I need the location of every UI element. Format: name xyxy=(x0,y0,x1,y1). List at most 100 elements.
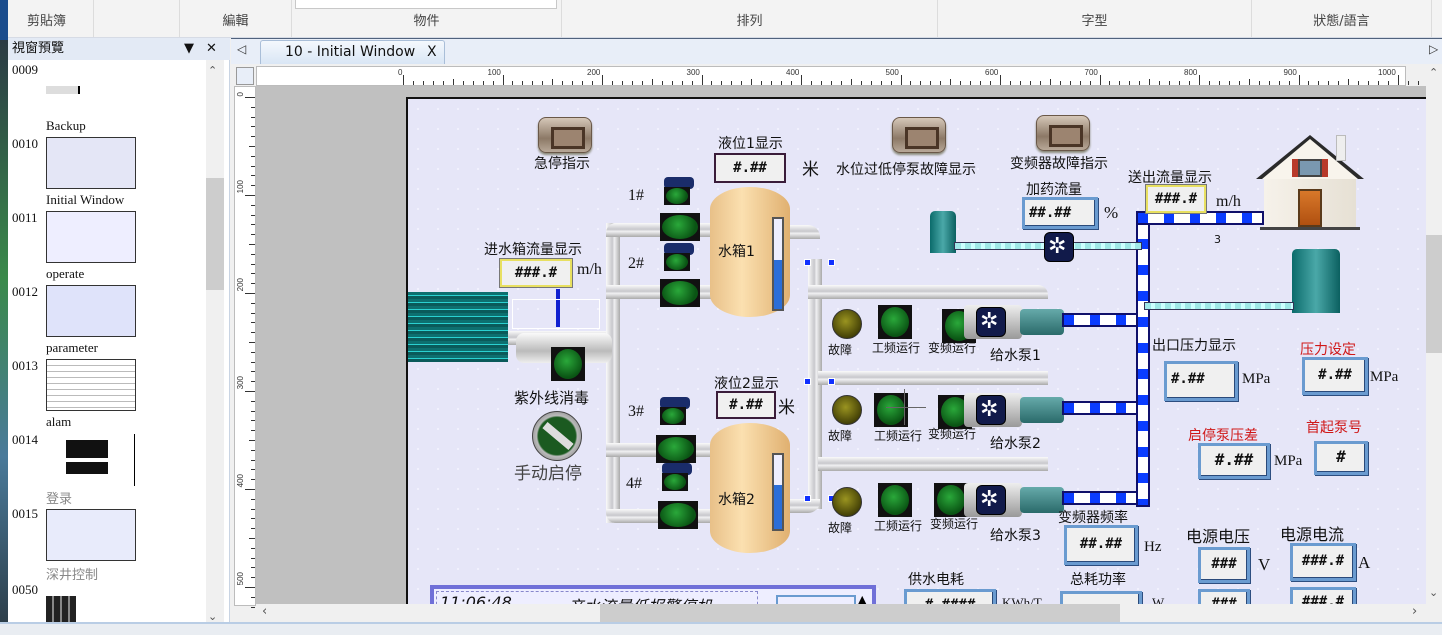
pipe xyxy=(808,285,1048,299)
ribbon-group-object[interactable]: 物件 xyxy=(292,0,562,37)
manual-label: 手动启停 xyxy=(514,464,582,484)
ruler-tick xyxy=(1199,75,1200,85)
valve-4[interactable] xyxy=(658,463,700,529)
ruler-tick xyxy=(1169,81,1171,85)
selection-handle[interactable] xyxy=(828,259,835,266)
pump1-power-freq-lamp[interactable] xyxy=(878,305,912,339)
preview-thumbnail[interactable] xyxy=(46,86,80,94)
selection-handle[interactable] xyxy=(804,495,811,502)
inverter-fault-indicator[interactable] xyxy=(1036,115,1090,151)
total-power-display[interactable] xyxy=(1060,591,1142,604)
ribbon-group-clipboard[interactable]: 剪貼簿 xyxy=(0,0,94,37)
pump1-motor[interactable] xyxy=(964,305,1064,339)
dropdown-icon[interactable]: ▼ xyxy=(184,41,194,56)
valve-2[interactable] xyxy=(660,243,702,309)
pump2-power-freq-lamp[interactable] xyxy=(874,393,908,427)
canvas-vertical-scroll-thumb[interactable] xyxy=(1426,235,1442,353)
valve-1[interactable] xyxy=(660,177,702,243)
hmi-screen[interactable]: 急停指示 水位过低停泵故障显示 变频器故障指示 液位1显示 #.## 米 进水箱… xyxy=(406,97,1426,604)
pump1-fault-lamp[interactable] xyxy=(832,309,862,339)
ruler-tick xyxy=(542,81,544,85)
estop-indicator[interactable] xyxy=(538,117,592,153)
supply-energy-display[interactable]: #.#### xyxy=(904,589,996,604)
tab-initial-window[interactable]: 10 - Initial Window X xyxy=(260,40,445,64)
pipe xyxy=(808,259,822,509)
outlet-pressure-display[interactable]: #.## xyxy=(1164,361,1238,401)
preview-thumbnail[interactable] xyxy=(46,596,76,624)
alarm-scroll-box[interactable] xyxy=(776,595,856,604)
scroll-left-icon[interactable]: ‹ xyxy=(262,604,268,619)
ruler-corner-icon[interactable] xyxy=(236,67,254,85)
object-icon-strip[interactable] xyxy=(295,0,557,9)
manual-toggle-switch[interactable] xyxy=(532,411,582,461)
desktop-edge xyxy=(0,40,8,635)
ruler-tick xyxy=(890,81,892,85)
pump3-fault-lamp[interactable] xyxy=(832,487,862,517)
low-level-fault-indicator[interactable] xyxy=(892,117,946,153)
ribbon-group-edit[interactable]: 編輯 xyxy=(180,0,292,37)
ruler-label: 400 xyxy=(786,68,800,77)
tab-close-icon[interactable]: X xyxy=(427,44,437,60)
scroll-right-icon[interactable]: › xyxy=(1412,604,1418,619)
ruler-tick xyxy=(249,538,255,539)
pump-diff-input[interactable]: #.## xyxy=(1198,443,1270,479)
tab-scroll-right-icon[interactable]: ▷ xyxy=(1429,42,1439,56)
scroll-up-icon[interactable]: ⌃ xyxy=(208,64,218,77)
valve-3[interactable] xyxy=(656,397,698,463)
alarm-banner[interactable]: 11:06:48 产水流量低报警停机 ▲ xyxy=(430,585,876,604)
ruler-tick xyxy=(251,557,255,559)
scroll-down-icon[interactable]: ⌄ xyxy=(208,610,218,623)
pump3-var-freq-lamp[interactable] xyxy=(934,483,968,517)
scroll-up-icon[interactable]: ⌃ xyxy=(1429,66,1439,79)
ruler-tick xyxy=(1417,81,1419,85)
ruler-tick xyxy=(1407,81,1409,85)
preview-thumbnail[interactable] xyxy=(46,137,136,189)
ribbon-group-status-language[interactable]: 狀態/語言 xyxy=(1252,0,1432,37)
dosing-tank xyxy=(930,211,956,253)
ruler-tick xyxy=(251,567,255,569)
supply-energy-unit: KWh/T xyxy=(1002,595,1042,604)
first-pump-input[interactable]: # xyxy=(1314,441,1368,475)
preview-thumbnail[interactable] xyxy=(46,285,136,337)
voltage-display-2[interactable]: ### xyxy=(1198,589,1250,604)
pump3-fault-label: 故障 xyxy=(828,521,853,535)
uv-status-lamp[interactable] xyxy=(551,347,585,381)
pump3-motor[interactable] xyxy=(964,483,1064,517)
preview-thumbnail[interactable] xyxy=(66,440,108,458)
level2-display[interactable]: #.## xyxy=(716,391,776,419)
ruler-tick xyxy=(251,126,255,128)
pressure-set-input[interactable]: #.## xyxy=(1302,357,1368,395)
selection-handle[interactable] xyxy=(804,259,811,266)
preview-thumbnail[interactable] xyxy=(46,211,136,263)
dosing-pump-fan-icon[interactable] xyxy=(1044,232,1074,262)
panel-scroll-thumb[interactable] xyxy=(206,178,224,290)
ruler-tick xyxy=(840,81,842,85)
ruler-tick xyxy=(251,400,255,402)
ribbon-group-arrange[interactable]: 排列 xyxy=(562,0,938,37)
inflow-display[interactable]: ###.# xyxy=(500,259,572,287)
current-display[interactable]: ###.# xyxy=(1290,543,1356,581)
scroll-down-icon[interactable]: ⌄ xyxy=(1429,586,1439,599)
panel-scrollbar[interactable] xyxy=(206,60,224,630)
pump3-power-freq-lamp[interactable] xyxy=(878,483,912,517)
pump2-fault-lamp[interactable] xyxy=(832,395,862,425)
level1-display[interactable]: #.## xyxy=(714,153,786,183)
close-icon[interactable]: ✕ xyxy=(206,41,217,56)
ruler-label: 200 xyxy=(587,68,601,77)
ribbon-group-label: 編輯 xyxy=(222,14,249,29)
alarm-scroll-up-icon[interactable]: ▲ xyxy=(858,593,867,604)
tab-scroll-left-icon[interactable]: ◁ xyxy=(237,42,247,56)
pump2-motor[interactable] xyxy=(964,393,1064,427)
ribbon-group-font[interactable]: 字型 xyxy=(938,0,1252,37)
selection-handle[interactable] xyxy=(804,378,811,385)
voltage-display[interactable]: ### xyxy=(1198,547,1250,583)
canvas-horizontal-scroll-thumb[interactable] xyxy=(600,604,1120,622)
outflow-display[interactable]: ###.# xyxy=(1146,185,1206,213)
ruler-tick xyxy=(751,79,753,85)
preview-thumbnail[interactable] xyxy=(46,509,136,561)
inverter-freq-display[interactable]: ##.## xyxy=(1064,525,1138,565)
dosing-display[interactable]: ##.## xyxy=(1022,197,1098,229)
current-display-2[interactable]: ###.# xyxy=(1290,587,1356,604)
selection-handle[interactable] xyxy=(828,378,835,385)
preview-thumbnail[interactable] xyxy=(46,359,136,411)
